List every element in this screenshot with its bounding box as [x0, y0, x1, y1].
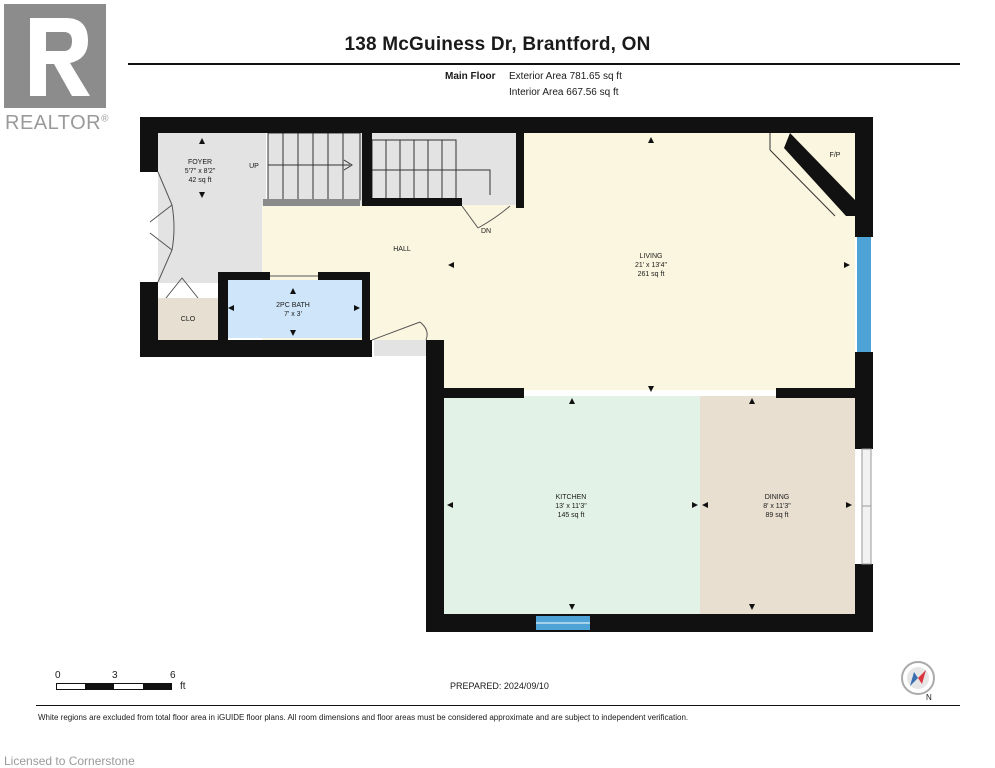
bath-room: [225, 280, 365, 338]
dining-room: [700, 396, 855, 614]
interior-area: Interior Area 667.56 sq ft: [509, 87, 619, 98]
foyer-room: [158, 133, 266, 283]
licensed-to: Licensed to Cornerstone: [4, 754, 135, 768]
floor-label: Main Floor: [445, 71, 496, 82]
exterior-area: Exterior Area 781.65 sq ft: [509, 71, 622, 82]
doors: [149, 171, 511, 341]
compass-north-label: N: [926, 693, 932, 702]
entry-step: [374, 340, 426, 356]
scale-mark-0: 0: [55, 670, 61, 681]
hall-label: HALL: [393, 246, 411, 253]
stairs-up-label: UP: [249, 163, 259, 170]
title-divider: [128, 63, 960, 65]
scale-mark-6: 6: [170, 670, 176, 681]
scale-mark-3: 3: [112, 670, 118, 681]
closet-label: CLO: [180, 316, 196, 323]
hall-extension: [370, 290, 430, 340]
realtor-wordmark: REALTOR®: [5, 112, 109, 134]
compass-icon: [901, 661, 935, 695]
fireplace-label: F/P: [829, 152, 841, 159]
scale-unit: ft: [180, 681, 186, 692]
prepared-date: PREPARED: 2024/09/10: [450, 681, 549, 691]
dimension-markers: [199, 137, 852, 610]
disclaimer-text: White regions are excluded from total fl…: [38, 713, 689, 722]
closet-room: [158, 298, 218, 340]
realtor-logo: [4, 4, 106, 108]
page-title: 138 McGuiness Dr, Brantford, ON: [344, 34, 651, 55]
kitchen-room: [443, 396, 700, 614]
footer-divider: [36, 705, 960, 706]
stair-landing: [268, 133, 520, 205]
fireplace: [784, 133, 855, 216]
living-window: [857, 237, 871, 352]
stairs-down-label: DN: [480, 228, 492, 235]
stair-edge: [263, 199, 360, 206]
scale-bar: [56, 683, 172, 690]
